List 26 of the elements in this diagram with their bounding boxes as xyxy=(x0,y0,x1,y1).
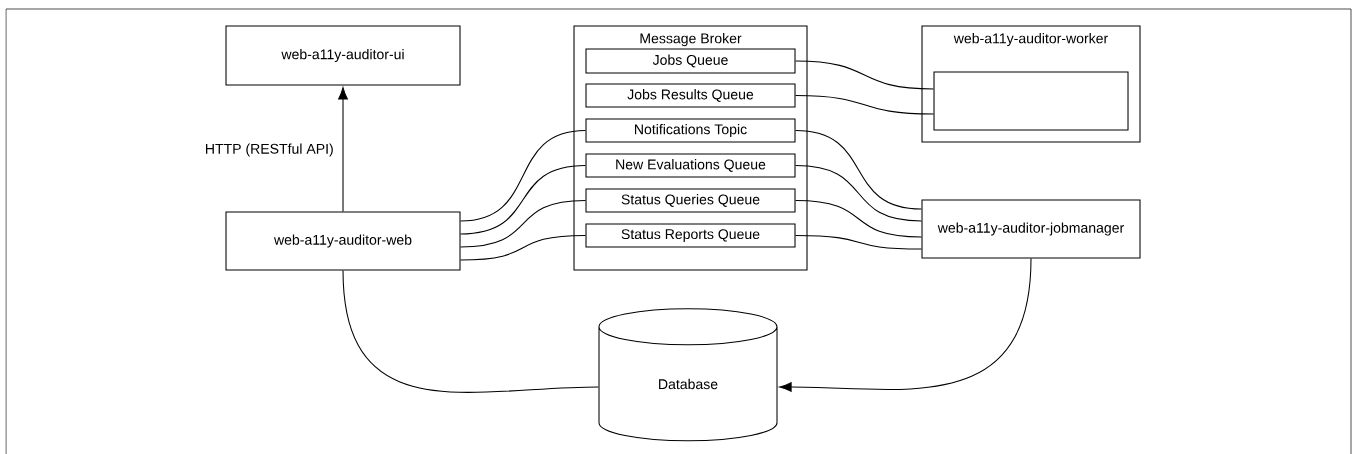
service-box: web-a11y-auditor-worker xyxy=(921,25,1141,143)
queue-box: Status Queries Queue xyxy=(585,188,796,213)
empty-box xyxy=(933,71,1129,131)
connector-line xyxy=(460,165,586,235)
connector-line xyxy=(795,129,922,210)
connector-line xyxy=(460,129,586,222)
edge-label: HTTP (RESTful API) xyxy=(203,141,336,159)
queue-box: Notifications Topic xyxy=(585,118,796,143)
connector-line xyxy=(795,200,922,238)
queue-box: New Evaluations Queue xyxy=(585,153,796,178)
process-box: web-a11y-auditor-ui xyxy=(225,25,461,86)
connector-line xyxy=(795,60,934,90)
queue-box: Jobs Results Queue xyxy=(585,83,796,108)
queue-box: Jobs Queue xyxy=(585,48,796,74)
connector-line xyxy=(460,200,586,248)
connector-line xyxy=(460,235,586,261)
arrow xyxy=(779,258,1032,392)
queue-box: Status Reports Queue xyxy=(585,223,796,248)
connector-line xyxy=(795,235,922,250)
arrow xyxy=(338,87,348,212)
connector-line xyxy=(795,95,934,115)
process-box: web-a11y-auditor-web xyxy=(225,211,461,271)
connector-line xyxy=(795,165,922,222)
connector-line xyxy=(342,270,599,393)
process-box: web-a11y-auditor-jobmanager xyxy=(921,199,1141,259)
database-cylinder: Database xyxy=(598,308,778,442)
